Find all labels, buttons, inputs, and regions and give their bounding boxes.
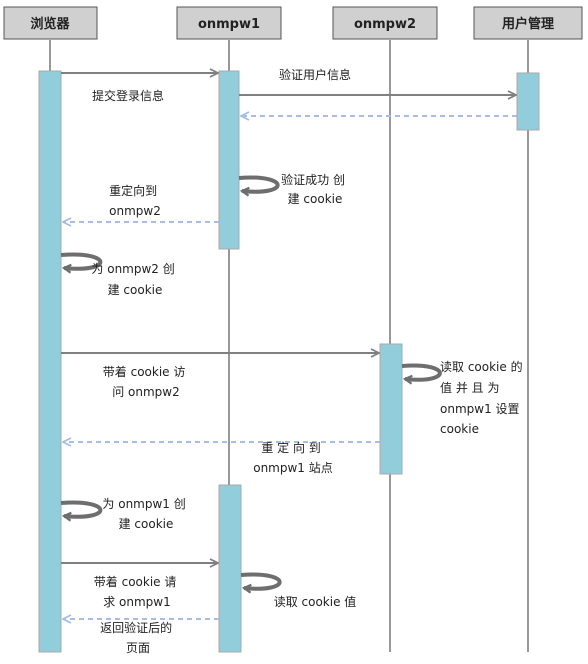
label-line: onmpw2 [109, 204, 161, 218]
label-redirect-onmpw1: 重 定 向 到 onmpw1 站点 [253, 440, 333, 475]
label-line: 验证用户信息 [279, 67, 351, 82]
participant-onmpw1-label: onmpw1 [198, 17, 260, 32]
label-line: 建 cookie [119, 517, 174, 531]
activation-usermgmt [516, 72, 540, 131]
participant-onmpw1: onmpw1 [176, 6, 282, 40]
label-visit-onmpw2: 带着 cookie 访 问 onmpw2 [103, 364, 189, 399]
participant-browser-label: 浏览器 [30, 16, 70, 32]
loop-create-cookie-browser-onmpw1 [60, 500, 103, 517]
label-line: 建 cookie [108, 283, 163, 297]
label-line: 为 onmpw1 创 [102, 497, 185, 511]
activation-onmpw1-1 [218, 70, 240, 250]
label-request-onmpw1: 带着 cookie 请 求 onmpw1 [94, 574, 180, 609]
participant-usermgmt: 用户管理 [473, 6, 583, 40]
label-create-cookie-onmpw2: 为 onmpw2 创 建 cookie [91, 262, 178, 297]
participant-onmpw2: onmpw2 [332, 6, 438, 40]
label-line: 重定向到 [109, 183, 157, 198]
activation-onmpw2 [379, 343, 403, 475]
label-line: 提交登录信息 [92, 88, 164, 103]
label-line: 建 cookie [288, 192, 343, 206]
participant-onmpw2-label: onmpw2 [354, 17, 416, 32]
label-line: 值 并 且 为 [440, 380, 499, 395]
label-line: 验证成功 创 [281, 172, 345, 187]
activation-onmpw1-2 [218, 484, 242, 653]
participant-browser: 浏览器 [3, 6, 98, 40]
label-line: 重 定 向 到 [261, 440, 320, 455]
label-line: onmpw1 站点 [253, 461, 333, 475]
loop-create-cookie-browser-onmpw2 [60, 252, 103, 269]
label-line: 读取 cookie 的 [440, 359, 523, 374]
loop-read-cookie-onmpw2 [401, 363, 442, 380]
label-read-cookie-onmpw2: 读取 cookie 的 值 并 且 为 onmpw1 设置 cookie [440, 359, 526, 436]
label-line: cookie [440, 422, 479, 436]
label-line: 读取 cookie 值 [274, 594, 357, 609]
label-submit-login: 提交登录信息 [92, 88, 164, 103]
label-line: onmpw1 设置 [440, 402, 520, 416]
label-return-page: 返回验证后的 页面 [100, 620, 176, 655]
activation-browser [38, 70, 62, 653]
loop-read-cookie-onmpw1 [240, 572, 282, 589]
label-line: 页面 [126, 641, 150, 655]
label-line: 带着 cookie 访 [103, 364, 186, 379]
label-line: 返回验证后的 [100, 620, 172, 635]
participant-usermgmt-label: 用户管理 [501, 16, 554, 32]
label-line: 带着 cookie 请 [94, 574, 177, 589]
label-verify-user: 验证用户信息 [279, 67, 351, 82]
label-line: 问 onmpw2 [112, 385, 180, 399]
label-create-cookie-onmpw1: 为 onmpw1 创 建 cookie [102, 497, 189, 531]
label-redirect-onmpw2: 重定向到 onmpw2 [109, 183, 161, 218]
loop-create-cookie-onmpw1 [238, 175, 280, 192]
label-verify-success: 验证成功 创 建 cookie [281, 172, 349, 206]
label-line: 为 onmpw2 创 [91, 262, 174, 276]
label-line: 求 onmpw1 [103, 595, 171, 609]
label-read-cookie-onmpw1: 读取 cookie 值 [274, 594, 357, 609]
